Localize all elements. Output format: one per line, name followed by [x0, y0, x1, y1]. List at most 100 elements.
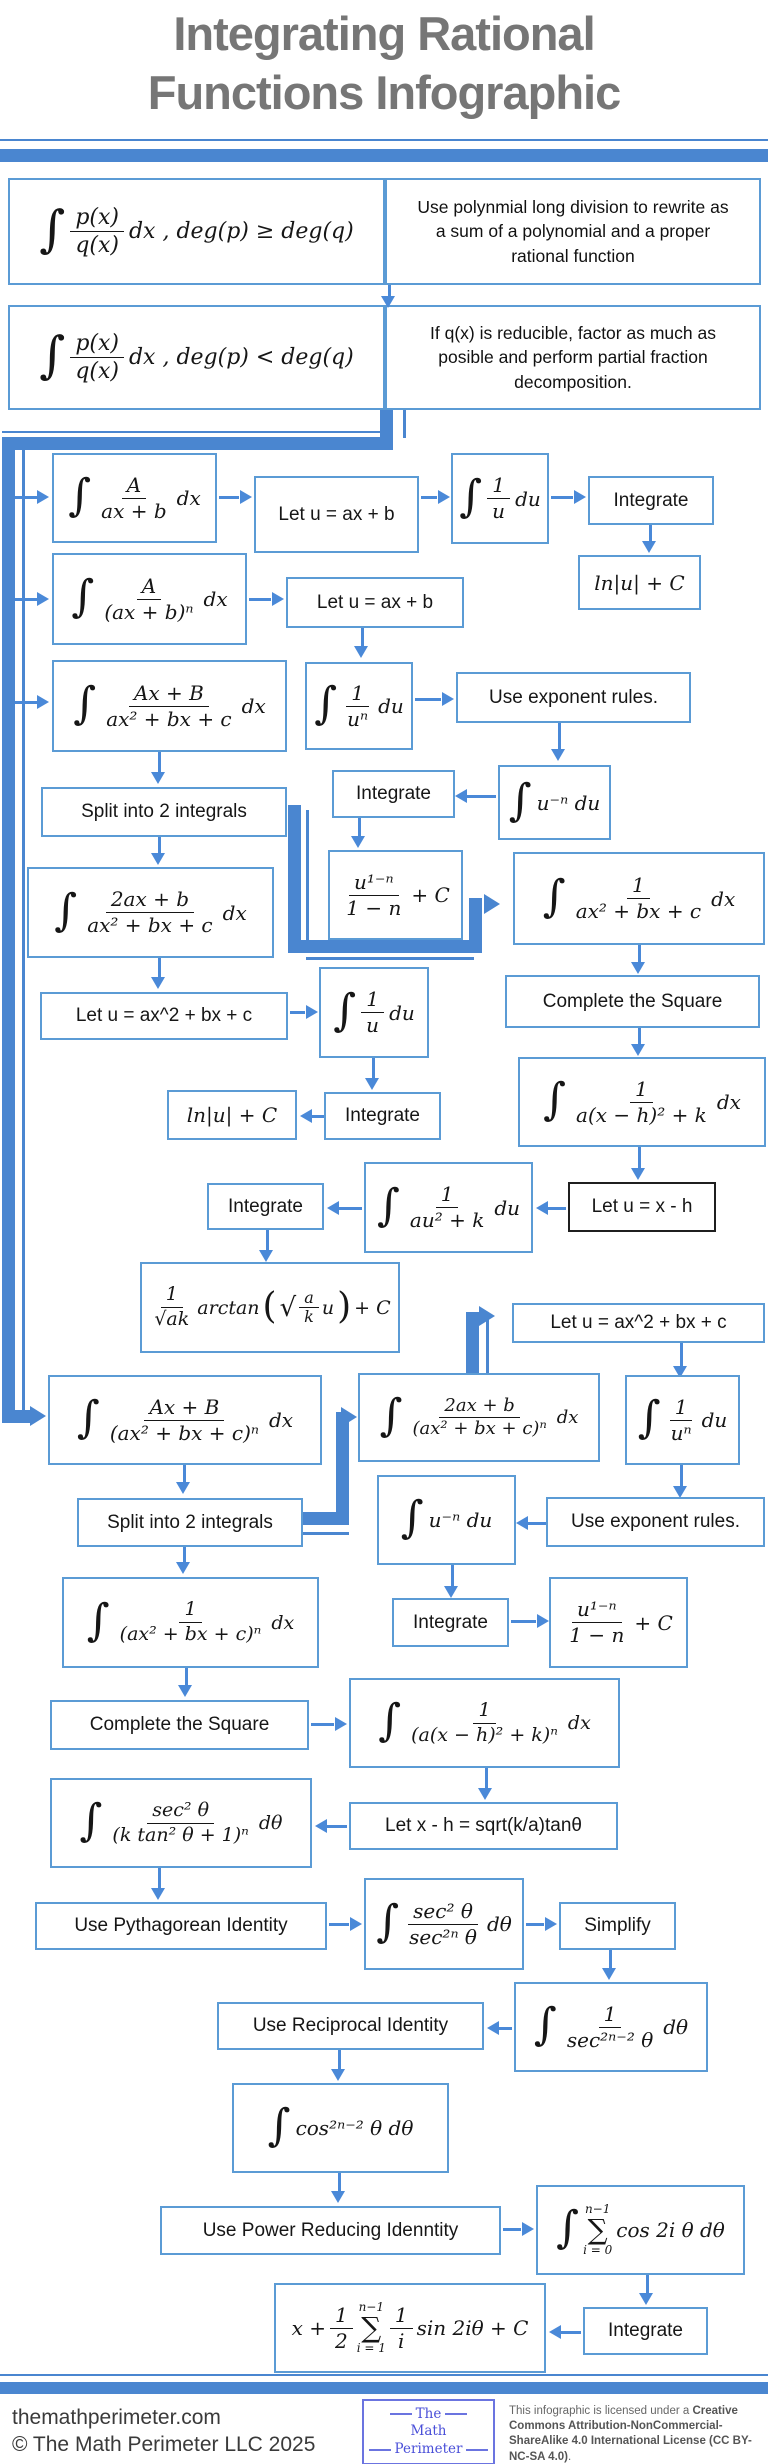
arrow-line: [183, 1465, 186, 1483]
logo-line: The: [415, 2405, 442, 2422]
formula-text: u⁻ⁿ du: [536, 790, 601, 815]
arrow-head-down: [478, 1788, 492, 1800]
node-step-exponent-rules-2: Use exponent rules.: [546, 1497, 765, 1547]
arrow-head-right: [545, 1917, 557, 1931]
integral-sign: ∫: [54, 884, 78, 936]
formula-den: 1 − n: [346, 895, 402, 920]
formula-num: 1: [627, 873, 650, 899]
connector-trunk-drop: [380, 410, 393, 440]
formula-var: u: [321, 1296, 335, 1319]
formula-text: cos²ⁿ⁻² θ dθ: [295, 2116, 414, 2140]
arrow-line: [158, 958, 161, 978]
formula-lead: x +: [291, 2316, 326, 2340]
arrow-line: [467, 795, 496, 798]
step-label: Use polynmial long division to rewrite a…: [417, 197, 729, 266]
step-label: Let u = x - h: [591, 1196, 693, 1218]
node-result-ln-u: ln|u| + C: [578, 555, 701, 610]
connector-trunk-bottom: [2, 1410, 30, 1423]
arrow-line: [638, 1028, 641, 1045]
formula-den: 2: [334, 2328, 348, 2353]
sigma-sign: ∑: [361, 2311, 382, 2344]
step-label: Split into 2 integrals: [107, 1511, 273, 1533]
arrow-head-left: [487, 2021, 499, 2035]
formula-den: k: [304, 1307, 314, 1326]
arrow-line: [528, 1522, 546, 1525]
arrow-line: [311, 1723, 334, 1726]
arrow-head-down: [151, 853, 165, 865]
arrow-line: [646, 2275, 649, 2294]
arrow-line: [421, 496, 437, 499]
arrow-head-down: [673, 1486, 687, 1498]
formula-tail: dx: [556, 1407, 579, 1428]
arrow-line: [358, 818, 361, 837]
arrow-line: [511, 1620, 536, 1623]
logo-line: Math: [410, 2423, 447, 2440]
arrow-head-left: [549, 2325, 561, 2339]
node-int-u-neg-n-2: ∫ u⁻ⁿ du: [377, 1475, 516, 1565]
math-perimeter-logo: The Math Perimeter: [362, 2399, 495, 2464]
arrow-line: [15, 598, 37, 601]
node-step-integrate-arctan: Integrate: [207, 1183, 324, 1230]
formula-tail: + C: [411, 883, 450, 907]
summation: n−1 ∑ i = 1: [357, 2300, 386, 2355]
formula-tail: dx: [567, 1712, 591, 1734]
arrow-head-down: [331, 2191, 345, 2203]
sigma-sign: ∑: [587, 2213, 608, 2246]
integral-sign: ∫: [376, 1179, 400, 1231]
arrow-head-down: [259, 1250, 273, 1262]
formula-tail: du: [389, 1000, 415, 1025]
connector-split1-down: [288, 805, 301, 953]
arrow-head-down: [151, 1888, 165, 1900]
step-label: Let u = ax + b: [316, 591, 434, 613]
node-int-sum-cos: ∫ n−1 ∑ i = 0 cos 2i θ dθ: [536, 2185, 745, 2275]
footer-rule-thick: [0, 2382, 768, 2394]
formula-den: (ax² + bx + c)ⁿ: [412, 1418, 547, 1439]
node-step-complete-square-2: Complete the Square: [50, 1700, 309, 1750]
arrow-line: [388, 285, 391, 298]
arrow-line: [561, 2331, 581, 2334]
arrow-head-down: [354, 646, 368, 658]
node-int-1-over-quadratic-n: ∫ 1(ax² + bx + c)ⁿ dx: [62, 1577, 319, 1668]
node-int-quadratic-n: ∫ Ax + B(ax² + bx + c)ⁿ dx: [48, 1375, 322, 1465]
formula-den: uⁿ: [347, 706, 369, 731]
arrow-line: [638, 1147, 641, 1169]
formula-num: 1: [160, 1283, 183, 1308]
formula-num: 1: [346, 681, 369, 707]
integral-sign: ∫: [68, 470, 92, 522]
node-int-cos: ∫ cos²ⁿ⁻² θ dθ: [232, 2083, 449, 2173]
arrow-head-down: [444, 1586, 458, 1598]
formula-tail: dx: [711, 886, 736, 911]
formula-den: au² + k: [409, 1208, 485, 1232]
arrow-head-left: [327, 1201, 339, 1215]
formula-tail: dx: [716, 1090, 741, 1114]
arrow-line: [649, 525, 652, 542]
step-label: Use Power Reducing Idenntity: [202, 2219, 459, 2241]
sum-lower-limit: i = 0: [583, 2243, 613, 2257]
arrow-head-down: [381, 296, 395, 308]
connector-d1-to-sub: [466, 1312, 479, 1374]
formula-num: 1: [329, 2303, 353, 2329]
formula-den: (k tan² θ + 1)ⁿ: [112, 1823, 249, 1846]
arrow-line: [158, 1868, 161, 1889]
arrow-head-right: [37, 592, 49, 606]
formula-den: ax² + bx + c: [106, 706, 232, 731]
formula-tail: du: [515, 486, 541, 511]
formula-tail: dx: [241, 694, 266, 718]
formula-num: 1: [487, 473, 510, 499]
node-result-ln-u-2: ln|u| + C: [167, 1090, 297, 1140]
integral-sign: ∫: [543, 1074, 567, 1126]
formula-num: 1: [630, 1077, 653, 1103]
arrow-head-right: [37, 695, 49, 709]
arrow-head-right: [537, 1614, 549, 1628]
formula-tail: dθ: [258, 1812, 283, 1834]
formula-num: A: [136, 574, 162, 600]
arrow-head-right: [272, 592, 284, 606]
title-line-2: Functions Infographic: [147, 66, 621, 120]
formula-num: p(x): [70, 330, 124, 358]
arrow-head-down: [602, 1968, 616, 1980]
connector-split2-up: [336, 1412, 349, 1525]
step-label: Complete the Square: [89, 1714, 270, 1736]
integral-sign: ∫: [378, 1695, 402, 1747]
